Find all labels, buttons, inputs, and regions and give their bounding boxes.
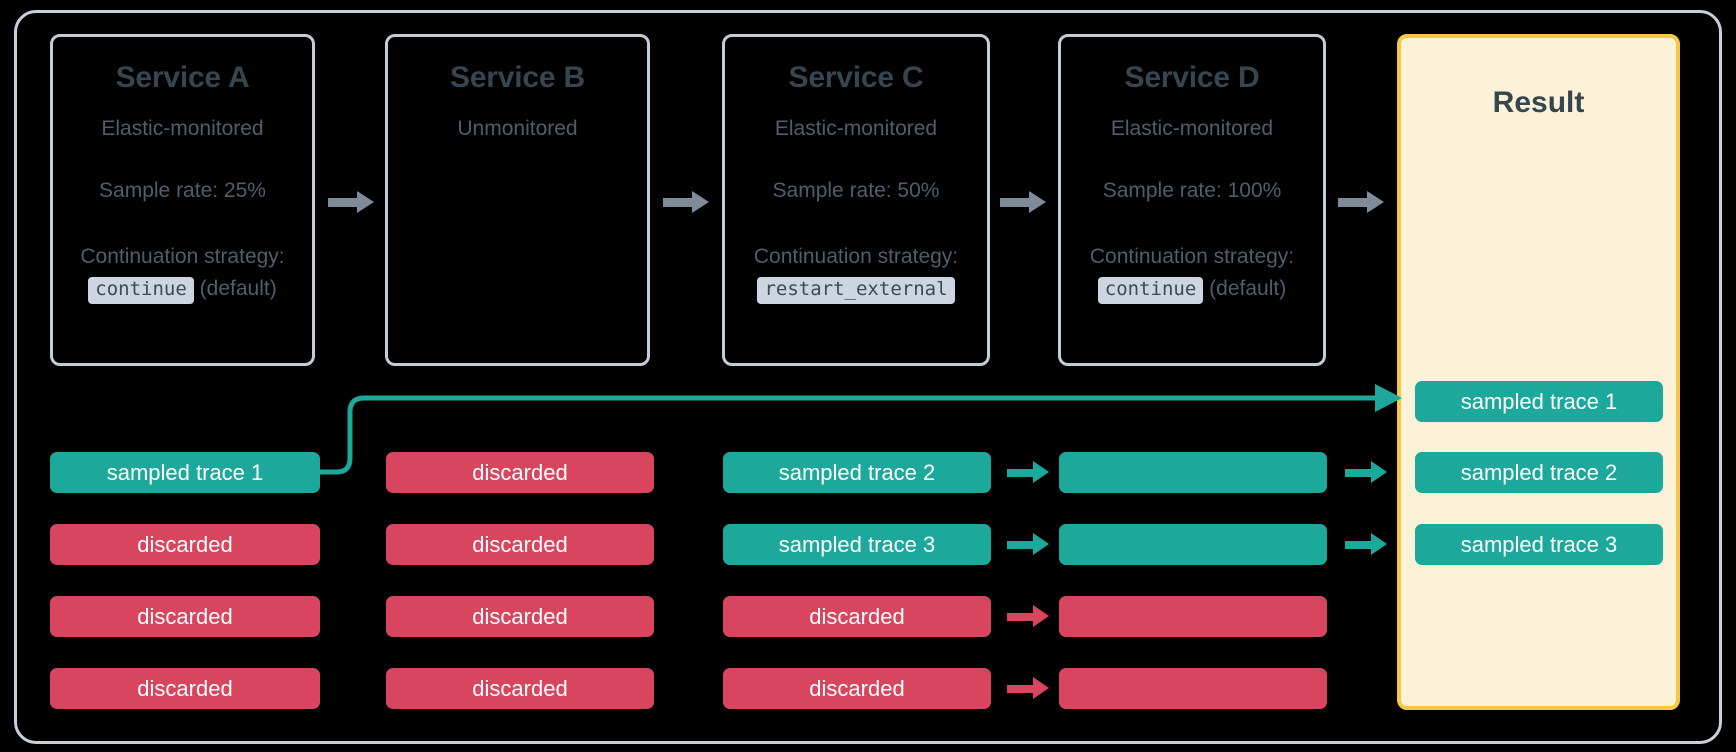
service-d-monitoring: Elastic-monitored (1110, 117, 1274, 140)
service-card-c: Service C Elastic-monitored Sample rate:… (722, 34, 990, 366)
trace-d-4 (1059, 668, 1327, 709)
service-b-monitoring: Unmonitored (457, 117, 578, 140)
arrow-d2-to-result3-icon (1345, 533, 1387, 555)
trace-b-4: discarded (386, 668, 654, 709)
trace-b-3: discarded (386, 596, 654, 637)
arrow-c2-to-d2-icon (1007, 533, 1049, 555)
arrow-c1-to-d1-icon (1007, 461, 1049, 483)
trace-a-4: discarded (50, 668, 320, 709)
trace-d-3 (1059, 596, 1327, 637)
trace-a-1: sampled trace 1 (50, 452, 320, 493)
arrow-d1-to-result2-icon (1345, 461, 1387, 483)
service-card-b: Service B Unmonitored (385, 34, 650, 366)
service-c-monitoring: Elastic-monitored (774, 117, 938, 140)
service-c-continuation-label: Continuation strategy: (753, 245, 959, 268)
service-a-continuation-label: Continuation strategy: (80, 245, 285, 268)
result-panel: Result (1397, 34, 1680, 710)
service-d-continuation-label: Continuation strategy: (1089, 245, 1295, 268)
service-c-continuation-value: restart_external (757, 277, 955, 305)
arrow-a-to-b-icon (328, 191, 374, 213)
arrow-c-to-d-icon (1000, 191, 1046, 213)
service-a-sample-rate: Sample rate: 25% (99, 179, 266, 202)
trace-d-1 (1059, 452, 1327, 493)
arrow-d-to-result-icon (1338, 191, 1384, 213)
service-d-title: Service D (1124, 61, 1260, 94)
service-d-continuation-value: continue (1097, 277, 1204, 305)
service-a-title: Service A (115, 61, 250, 94)
service-d-continuation-note: (default) (1209, 277, 1287, 301)
trace-c-3: discarded (723, 596, 991, 637)
service-card-d: Service D Elastic-monitored Sample rate:… (1058, 34, 1326, 366)
service-a-continuation: Continuation strategy: continue (default… (53, 243, 312, 305)
service-card-a: Service A Elastic-monitored Sample rate:… (50, 34, 315, 366)
trace-a-2: discarded (50, 524, 320, 565)
trace-a-3: discarded (50, 596, 320, 637)
service-c-title: Service C (788, 61, 924, 94)
trace-c-1: sampled trace 2 (723, 452, 991, 493)
result-trace-1: sampled trace 1 (1415, 381, 1663, 422)
service-c-continuation: Continuation strategy: restart_external (725, 243, 987, 305)
trace-b-1: discarded (386, 452, 654, 493)
result-trace-3: sampled trace 3 (1415, 524, 1663, 565)
service-b-title: Service B (450, 61, 585, 94)
service-c-sample-rate: Sample rate: 50% (772, 179, 940, 202)
trace-b-2: discarded (386, 524, 654, 565)
service-d-continuation: Continuation strategy: continue (default… (1061, 243, 1323, 305)
arrow-b-to-c-icon (663, 191, 709, 213)
arrow-c4-to-d4-icon (1007, 677, 1049, 699)
trace-c-2: sampled trace 3 (723, 524, 991, 565)
trace-d-2 (1059, 524, 1327, 565)
trace-c-4: discarded (723, 668, 991, 709)
result-trace-2: sampled trace 2 (1415, 452, 1663, 493)
service-a-monitoring: Elastic-monitored (101, 117, 264, 140)
service-d-sample-rate: Sample rate: 100% (1102, 179, 1282, 202)
service-a-continuation-note: (default) (199, 277, 277, 301)
result-title: Result (1492, 86, 1585, 119)
service-a-continuation-value: continue (88, 277, 194, 305)
arrow-c3-to-d3-icon (1007, 605, 1049, 627)
